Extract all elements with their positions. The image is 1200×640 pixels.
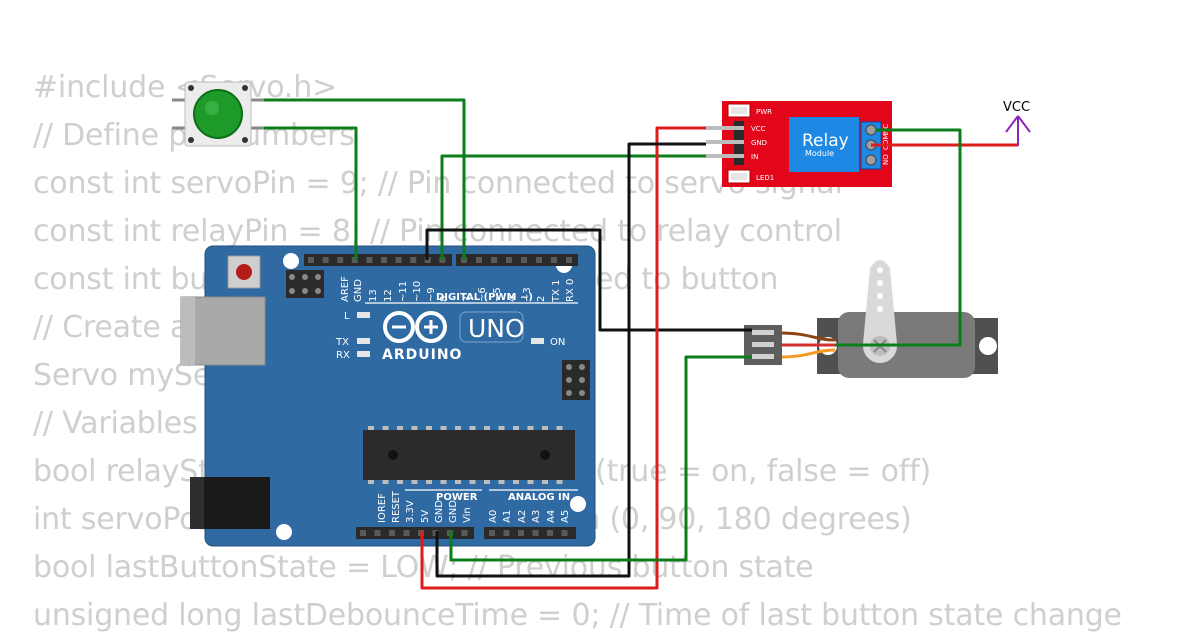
power-pin-label: GND — [448, 500, 459, 523]
analog-pin-label: A2 — [517, 510, 528, 523]
mounting-hole — [570, 496, 586, 512]
arduino-logo — [383, 311, 447, 343]
led-on — [531, 338, 544, 344]
analog-pin-label: A1 — [502, 510, 513, 523]
relay-pin-label-gnd: GND — [751, 139, 767, 147]
digital-pin-label: TX 1 — [551, 280, 562, 304]
digital-pin-label: 8 — [439, 296, 450, 302]
icsp-header-right — [562, 360, 590, 400]
digital-pin-label: ~5 — [492, 287, 503, 302]
power-pin-label: 3.3V — [405, 500, 416, 523]
digital-pin-label: ~6 — [477, 287, 488, 302]
mounting-hole — [276, 524, 292, 540]
relay-switch-block — [789, 117, 859, 172]
analog-pin-label: A4 — [546, 510, 557, 523]
relay-pwr-label: PWR — [756, 108, 772, 116]
reset-button-cap — [236, 264, 252, 280]
code-line: // Variables — [33, 406, 198, 441]
power-pin-label: 5V — [420, 510, 431, 523]
relay-pin-label-vcc: VCC — [751, 125, 766, 133]
led-rx — [357, 351, 370, 357]
led-on-label: ON — [550, 337, 565, 348]
power-pin-label: Vin — [462, 507, 473, 523]
vcc-label: VCC — [1003, 100, 1030, 115]
digital-pin-label: 12 — [383, 289, 394, 302]
analog-pin-label: A3 — [531, 510, 542, 523]
relay-pin-in[interactable] — [706, 154, 744, 158]
relay-pin-gnd[interactable] — [706, 140, 744, 144]
led-l-label: L — [344, 311, 350, 322]
analog-pin-label: A5 — [560, 510, 571, 523]
microcontroller-chip — [363, 426, 575, 484]
led-l — [357, 312, 370, 318]
power-header — [356, 527, 474, 539]
code-line: const int servoPin = 9; // Pin connected… — [33, 166, 843, 201]
digital-pin-label: 2 — [536, 296, 547, 302]
relay-title: Relay — [802, 131, 849, 151]
digital-pin-label: GND — [353, 279, 364, 302]
board-brand: ARDUINO — [382, 347, 462, 363]
led-tx — [357, 338, 370, 344]
icsp-header — [286, 270, 324, 298]
led-tx-label: TX — [335, 337, 349, 348]
power-header-label: POWER — [436, 492, 478, 503]
mounting-hole — [283, 253, 299, 269]
code-line: unsigned long lastDebounceTime = 0; // T… — [33, 598, 1122, 633]
analog-header-label: ANALOG IN — [508, 492, 570, 503]
power-pin-label: GND — [434, 500, 445, 523]
digital-pin-label: ~11 — [398, 281, 409, 302]
wire-button-pin7 — [264, 98, 466, 260]
wire-pin9-servo-signal — [425, 228, 752, 332]
vcc-power-symbol: VCC — [1003, 100, 1031, 146]
power-pin-label: RESET — [391, 490, 402, 523]
power-pin-label: IOREF — [377, 493, 388, 523]
relay-led-label: LED1 — [756, 174, 774, 182]
digital-pin-label: 13 — [368, 289, 379, 302]
analog-pin-label: A0 — [488, 510, 499, 523]
digital-pin-label: 4 — [507, 296, 518, 302]
wires — [264, 98, 1018, 590]
digital-header-right — [456, 254, 578, 266]
wire-5v-relay-vcc — [420, 126, 706, 590]
wire-relay-no-servo — [835, 128, 962, 347]
digital-pin-label: ~3 — [522, 287, 533, 302]
digital-header-label: DIGITAL (PWM ~) — [436, 292, 533, 303]
relay-contact-no: NO — [882, 154, 890, 165]
relay-contact-com: COM — [882, 134, 890, 150]
board-model: UNO — [468, 314, 525, 343]
wire-relay-in-pin8 — [440, 154, 706, 260]
relay-module[interactable]: PWR LED1 VCC GND IN Relay Module NO COM … — [706, 101, 892, 187]
digital-pin-label: ~10 — [412, 281, 423, 302]
digital-pin-label: 7 — [462, 296, 473, 302]
relay-pin-vcc[interactable] — [706, 126, 744, 130]
button-cap[interactable] — [193, 89, 243, 139]
digital-pin-label: ~9 — [426, 287, 437, 302]
push-button[interactable] — [172, 81, 264, 147]
relay-subtitle: Module — [805, 149, 834, 158]
wire-button-gnd — [264, 126, 358, 260]
digital-pin-label: AREF — [340, 276, 351, 302]
led-rx-label: RX — [336, 350, 350, 361]
digital-pin-label: RX 0 — [565, 279, 576, 302]
wire-gnd-servo — [449, 355, 752, 562]
relay-pin-label-in: IN — [751, 153, 758, 161]
wire-gnd-relay-gnd — [435, 142, 706, 578]
